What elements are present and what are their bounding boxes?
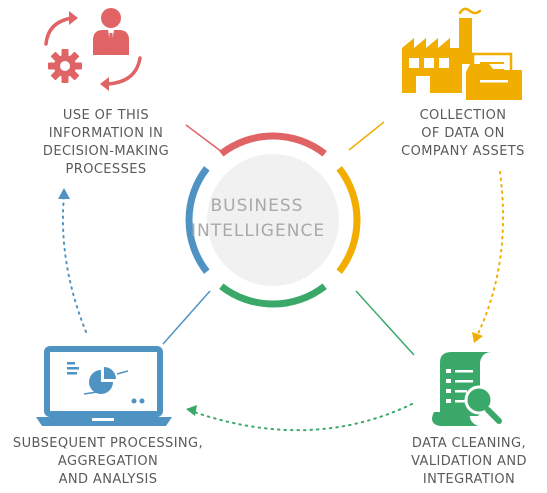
- factory-folder-icon: [402, 7, 522, 100]
- ring-arc-blue: [185, 166, 210, 274]
- step-label-line: INFORMATION IN: [48, 126, 164, 141]
- center-circle: [207, 154, 339, 286]
- step-label-use-of-information: USE OF THIS INFORMATION IN DECISION-MAKI…: [20, 107, 192, 179]
- connector-line-green: [355, 290, 415, 356]
- flow-arrow-blue: [61, 195, 87, 333]
- step-label-processing: SUBSEQUENT PROCESSING, AGGREGATION AND A…: [0, 435, 216, 489]
- step-label-line: AND ANALYSIS: [58, 472, 158, 487]
- connector-line-red: [185, 124, 223, 153]
- laptop-chart-icon: [36, 346, 172, 426]
- flow-arrow-green: [193, 403, 413, 432]
- step-label-line: OF DATA ON: [421, 126, 505, 141]
- step-label-line: PROCESSES: [65, 162, 147, 177]
- step-label-line: USE OF THIS: [62, 108, 150, 123]
- ring-arc-yellow: [336, 166, 361, 274]
- flow-arrow-yellow: [476, 171, 505, 337]
- step-label-line: COMPANY ASSETS: [401, 144, 525, 159]
- step-label-line: AGGREGATION: [57, 454, 159, 469]
- center-title-line2: INTELLIGENCE: [191, 221, 326, 241]
- ring-arc-green: [219, 283, 327, 308]
- step-label-line: DATA CLEANING,: [411, 436, 527, 451]
- person-gear-cycle-icon: [44, 8, 142, 91]
- arrowhead-green: [186, 405, 197, 416]
- step-label-line: INTEGRATION: [422, 472, 516, 487]
- ring-arc-red: [219, 132, 327, 157]
- step-label-line: COLLECTION: [419, 108, 507, 123]
- center-title: BUSINESS INTELLIGENCE: [191, 194, 326, 244]
- document-magnifier-icon: [432, 352, 502, 426]
- step-label-line: DECISION-MAKING: [42, 144, 170, 159]
- step-label-collection: COLLECTION OF DATA ON COMPANY ASSETS: [388, 107, 538, 161]
- connector-line-blue: [162, 290, 211, 345]
- center-title-line1: BUSINESS: [210, 196, 304, 216]
- connector-line-yellow: [348, 121, 385, 151]
- arrowhead-blue: [58, 188, 70, 199]
- step-label-data-cleaning: DATA CLEANING, VALIDATION AND INTEGRATIO…: [395, 435, 543, 489]
- arrowhead-yellow: [472, 332, 483, 343]
- step-label-line: VALIDATION AND: [411, 454, 527, 469]
- step-label-line: SUBSEQUENT PROCESSING,: [12, 436, 204, 451]
